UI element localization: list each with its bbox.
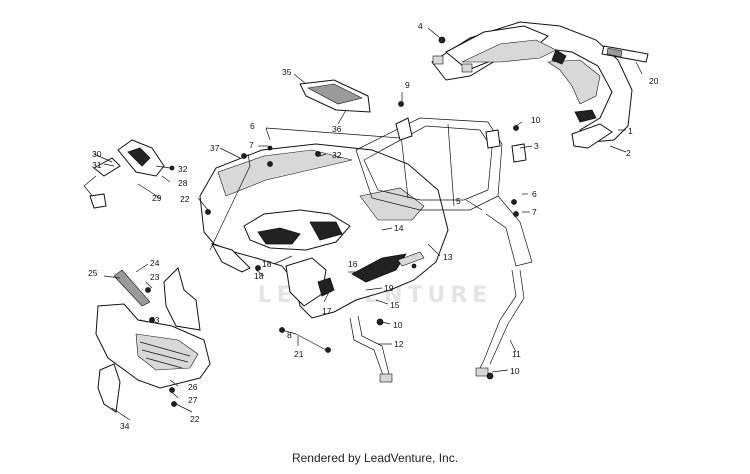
callout-label: 8 bbox=[287, 330, 292, 340]
callout-label: 10 bbox=[393, 320, 403, 330]
callout-label: 13 bbox=[443, 252, 453, 262]
callout-label: 14 bbox=[394, 223, 404, 233]
callout-label: 34 bbox=[120, 421, 130, 431]
callout-label: 33 bbox=[150, 315, 160, 325]
callout-label: 10 bbox=[510, 366, 520, 376]
fender-decal bbox=[351, 251, 425, 283]
callout-label: 18 bbox=[254, 271, 264, 281]
callout-label: 28 bbox=[178, 178, 188, 188]
rack-decal bbox=[601, 45, 649, 63]
callout-label: 17 bbox=[322, 306, 332, 316]
callout-label: 32 bbox=[178, 164, 188, 174]
rear-rack-assembly bbox=[431, 21, 633, 149]
callout-label: 19 bbox=[384, 283, 394, 293]
callout-label: 22 bbox=[190, 414, 200, 424]
callout-label: 27 bbox=[188, 395, 198, 405]
tail-light-assembly bbox=[83, 139, 165, 209]
callout-label: 20 bbox=[649, 76, 659, 86]
callout-label: 15 bbox=[390, 300, 400, 310]
callout-label: 29 bbox=[152, 193, 162, 203]
footer-credit: Rendered by LeadVenture, Inc. bbox=[291, 451, 459, 465]
callout-label: 10 bbox=[531, 115, 541, 125]
rear-fender-body bbox=[199, 143, 449, 319]
callout-label: 26 bbox=[188, 382, 198, 392]
rear-rack-tubes bbox=[349, 117, 533, 383]
callout-label: 12 bbox=[394, 339, 404, 349]
callout-label: 36 bbox=[332, 124, 342, 134]
callout-label: 18 bbox=[262, 259, 272, 269]
callout-label: 30 bbox=[92, 149, 102, 159]
light-bracket bbox=[299, 79, 371, 113]
callout-label: 4 bbox=[418, 21, 423, 31]
callout-label: 24 bbox=[150, 258, 160, 268]
callout-label: 37 bbox=[210, 143, 220, 153]
callout-label: 1 bbox=[628, 126, 633, 136]
callout-label: 35 bbox=[282, 67, 292, 77]
leader-lines bbox=[93, 27, 643, 421]
hardware-fasteners bbox=[145, 36, 519, 407]
callout-label: 7 bbox=[249, 140, 254, 150]
callout-label: 16 bbox=[348, 259, 358, 269]
callout-label: 6 bbox=[250, 121, 255, 131]
callout-label: 32 bbox=[332, 150, 342, 160]
callout-label: 23 bbox=[150, 272, 160, 282]
callout-label: 3 bbox=[534, 141, 539, 151]
callout-label: 11 bbox=[512, 349, 521, 359]
callout-label: 21 bbox=[294, 349, 304, 359]
callout-label: 22 bbox=[180, 194, 190, 204]
callout-label: 31 bbox=[92, 160, 102, 170]
callout-label: 25 bbox=[88, 268, 98, 278]
callout-label: 9 bbox=[405, 80, 410, 90]
footwell-panel bbox=[95, 267, 211, 413]
callout-label: 7 bbox=[532, 207, 537, 217]
callout-label: 5 bbox=[456, 196, 461, 206]
callout-numbers: 1 2 3 4 5 6 6 7 7 8 9 10 10 10 11 12 13 … bbox=[88, 21, 659, 431]
callout-label: 6 bbox=[532, 189, 537, 199]
callout-label: 2 bbox=[626, 148, 631, 158]
